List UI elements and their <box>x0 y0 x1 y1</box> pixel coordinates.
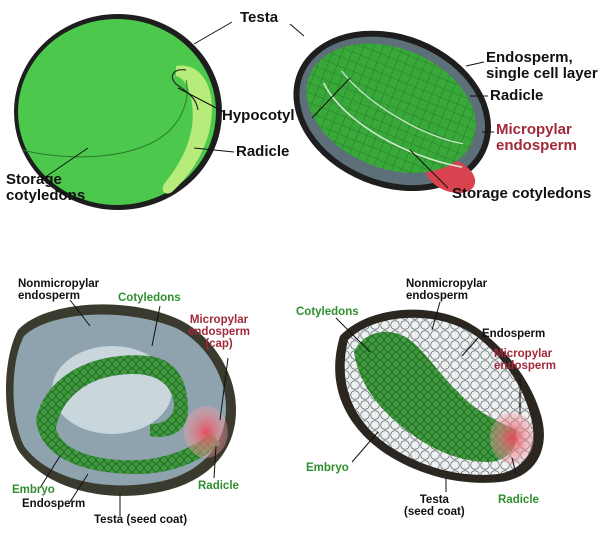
label-line: endosperm <box>494 360 556 372</box>
label-line: endosperm <box>406 290 487 302</box>
label-line: (cap) <box>188 338 250 350</box>
label-storage-cotyledons-tr: Storage cotyledons <box>452 186 591 202</box>
label-embryo-br: Embryo <box>306 462 349 474</box>
label-cotyledons-br: Cotyledons <box>296 306 359 318</box>
label-radicle-bl: Radicle <box>198 480 239 492</box>
label-line: Micropylar <box>494 348 556 360</box>
label-radicle-tl: Radicle <box>236 144 289 160</box>
label-line: Micropylar <box>496 122 577 138</box>
label-micropylar-tr: Micropylar endosperm <box>496 122 577 154</box>
label-radicle-br: Radicle <box>498 494 539 506</box>
label-testa-br: Testa (seed coat) <box>404 494 465 518</box>
label-micropylar-bl: Micropylar endosperm (cap) <box>188 314 250 350</box>
label-cotyledons-bl: Cotyledons <box>118 292 181 304</box>
label-storage-cotyledons-tl: Storage cotyledons <box>6 172 85 204</box>
label-line: Nonmicropylar <box>406 278 487 290</box>
label-line: cotyledons <box>6 188 85 204</box>
label-line: Endosperm, <box>486 50 598 66</box>
label-micropylar-br: Micropylar endosperm <box>494 348 556 372</box>
label-embryo-bl: Embryo <box>12 484 55 496</box>
label-line: (seed coat) <box>404 506 465 518</box>
label-line: endosperm <box>188 326 250 338</box>
bottom-left-micropylar <box>184 406 228 458</box>
label-nonmicropylar-br: Nonmicropylar endosperm <box>406 278 487 302</box>
label-radicle-tr: Radicle <box>490 88 543 104</box>
label-line: endosperm <box>496 138 577 154</box>
label-endosperm-br: Endosperm <box>482 328 545 340</box>
label-hypocotyl: Hypocotyl <box>222 108 295 124</box>
label-testa-bl: Testa (seed coat) <box>94 514 187 526</box>
label-nonmicropylar-bl: Nonmicropylar endosperm <box>18 278 99 302</box>
label-endosperm-bl: Endosperm <box>22 498 85 510</box>
label-line: Nonmicropylar <box>18 278 99 290</box>
bottom-right-micropylar <box>490 412 534 464</box>
label-line: endosperm <box>18 290 99 302</box>
label-line: Storage <box>6 172 85 188</box>
label-line: Micropylar <box>188 314 250 326</box>
label-endosperm-single-layer: Endosperm, single cell layer <box>486 50 598 82</box>
label-line: Testa <box>404 494 465 506</box>
label-testa-top: Testa <box>240 10 278 26</box>
label-line: single cell layer <box>486 66 598 82</box>
